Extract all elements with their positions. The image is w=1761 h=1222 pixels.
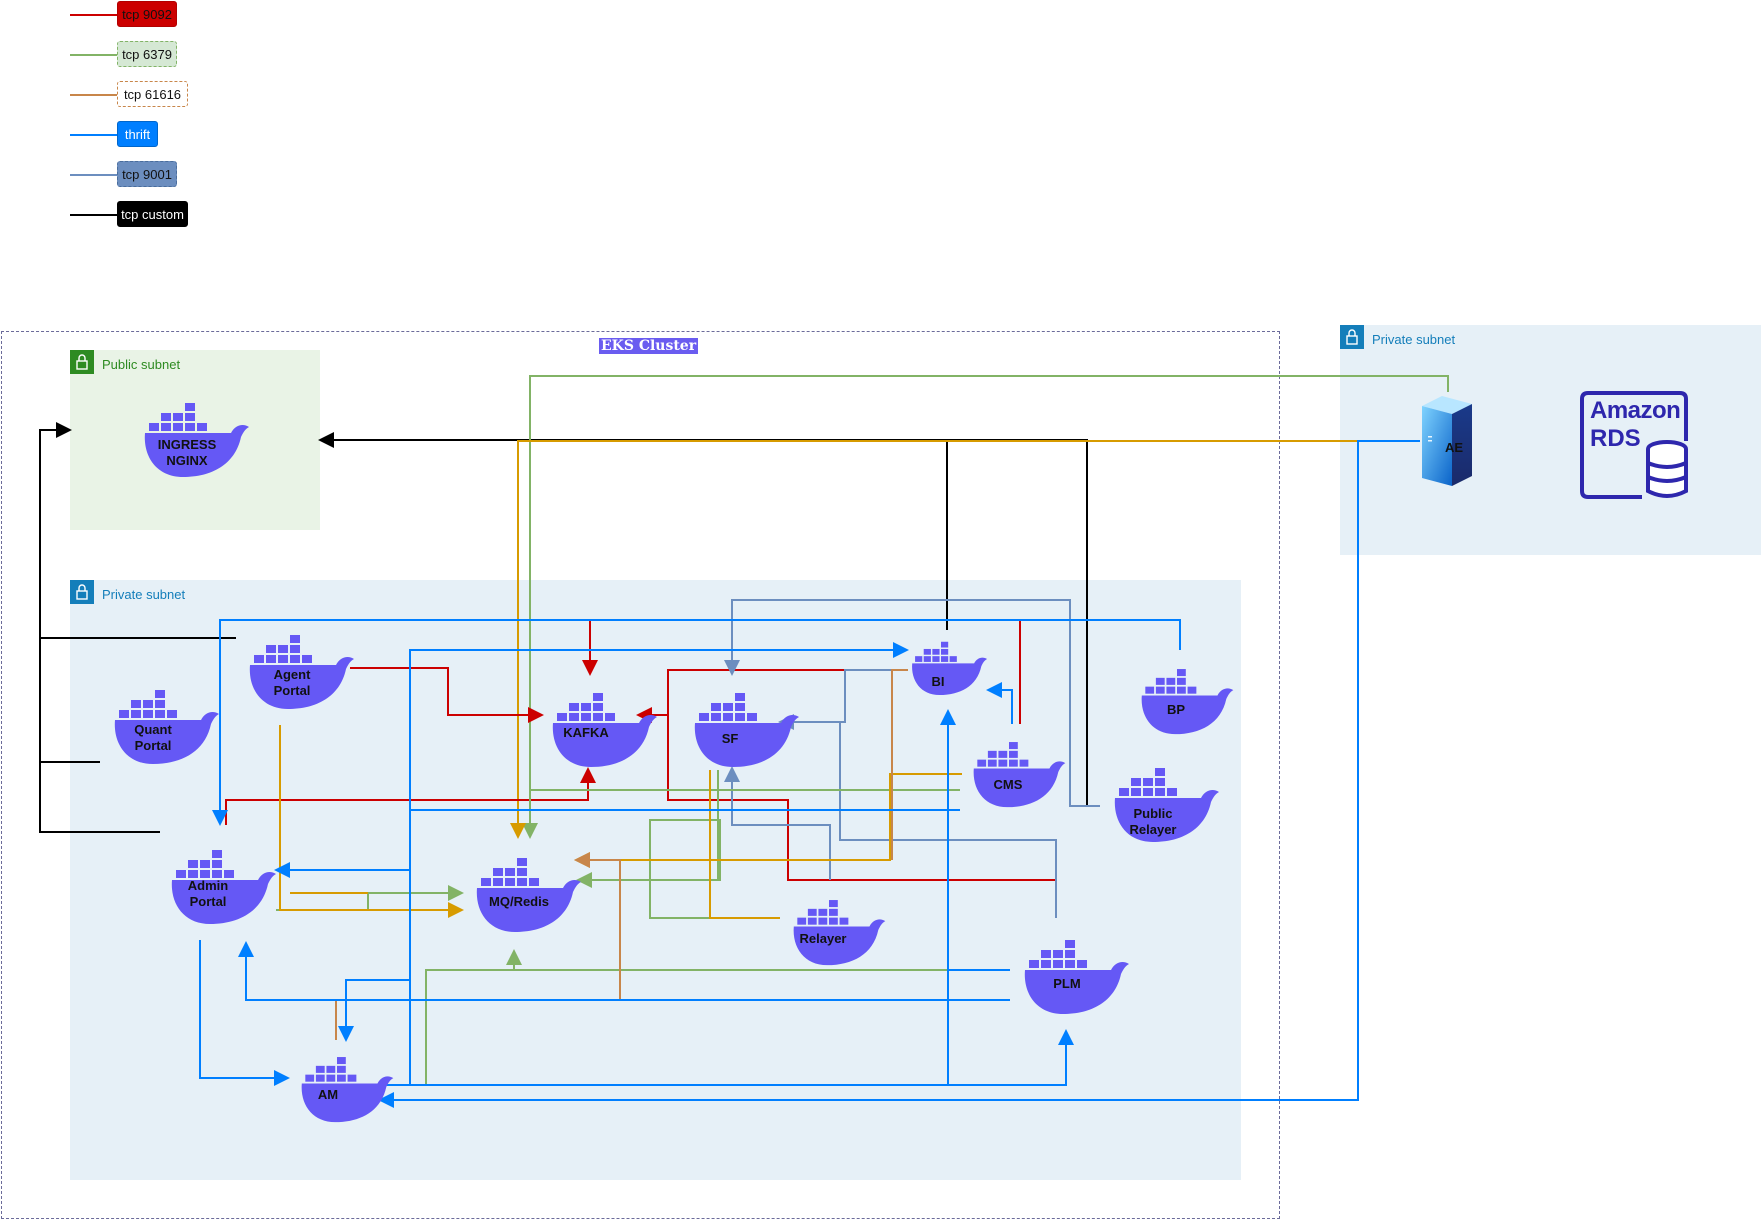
wire-slate-bi-to-sf	[778, 669, 908, 730]
node-label: PLM	[1053, 976, 1081, 991]
wire-red-agent-to-kafka	[350, 667, 544, 723]
wire-black-bi-to-ingress	[318, 432, 948, 630]
docker-whale-icon	[114, 690, 219, 764]
wire-slate-public-relayer-to-sf	[724, 599, 1100, 807]
legend-item-thrift: thrift	[117, 121, 158, 147]
am-node[interactable]: AM	[293, 1050, 413, 1140]
wire-green-am-to-mq	[410, 969, 514, 1086]
legend-line-tcp-9092	[70, 14, 118, 16]
node-label: KAFKA	[563, 725, 609, 740]
docker-whale-icon	[249, 635, 354, 709]
cluster-title: EKS Cluster	[599, 338, 699, 354]
node-label: Quant Portal	[134, 722, 172, 753]
wire-slate-relayer-to-sf	[724, 766, 831, 880]
private-subnet-outer-label: Private subnet	[1372, 332, 1456, 347]
docker-whale-icon	[1141, 669, 1234, 735]
sf-node[interactable]: SF	[685, 685, 805, 775]
server-icon	[1422, 396, 1472, 486]
ingress-nginx-node[interactable]: INGRESS NGINX	[135, 395, 255, 485]
quant-portal-node[interactable]: Quant Portal	[105, 682, 225, 772]
docker-whale-icon	[171, 850, 276, 924]
docker-whale-icon	[144, 403, 249, 477]
wire-blue-admin-to-am	[199, 940, 290, 1086]
node-label: Relayer	[799, 931, 847, 946]
wire-gold-ae-to-mq	[510, 440, 1370, 839]
node-label: AM	[317, 1087, 339, 1102]
docker-whale-icon	[476, 858, 581, 932]
wire-gold-agent-to-mq	[279, 725, 464, 918]
wire-black-admin	[39, 430, 160, 833]
wire-gold-sf-to-relayer	[709, 770, 780, 919]
legend-line-tcp-61616	[70, 94, 118, 96]
docker-whale-icon	[973, 742, 1066, 808]
kafka-node[interactable]: KAFKA	[543, 685, 663, 775]
wire-blue-am-to-bi	[409, 642, 909, 1085]
plm-node[interactable]: PLM	[1015, 932, 1135, 1022]
wire-blue-plm-to-admin	[238, 941, 1010, 1001]
public-subnet-label: Public subnet	[102, 357, 181, 372]
node-label: BP	[1166, 702, 1186, 717]
lock-icon	[70, 350, 94, 374]
wire-green-ae-to-mq	[522, 375, 1449, 839]
admin-portal-node[interactable]: Admin Portal	[162, 842, 282, 932]
legend-item-tcp-61616: tcp 61616	[117, 81, 188, 107]
node-label: CMS	[993, 777, 1023, 792]
wire-green-cms-to-mq	[529, 789, 960, 835]
agent-portal-node[interactable]: Agent Portal	[240, 627, 360, 717]
wire-blue-mq-to-am	[338, 979, 410, 1042]
lock-icon	[1340, 325, 1364, 349]
wire-blue-am-to-plm	[382, 1029, 1074, 1086]
docker-whale-icon	[793, 900, 886, 966]
legend-item-tcp-9092: tcp 9092	[117, 1, 177, 27]
lock-icon	[70, 580, 94, 604]
node-label: SF	[721, 731, 739, 746]
wire-green-sf-to-mq	[576, 770, 721, 888]
legend-item-tcp-custom: tcp custom	[117, 201, 188, 227]
bp-node[interactable]: BP	[1133, 662, 1253, 752]
node-label: BI	[931, 674, 945, 689]
wire-green-plm-to-mq	[506, 949, 1010, 971]
wire-blue-cms-to-bi	[986, 682, 1013, 724]
docker-whale-icon	[301, 1057, 394, 1123]
wire-blue-ae-to-am	[378, 440, 1420, 1108]
legend-line-tcp-9001	[70, 174, 118, 176]
private-subnet-inner-label: Private subnet	[102, 587, 186, 602]
legend-line-tcp-6379	[70, 54, 118, 56]
docker-whale-icon	[1114, 768, 1219, 842]
wire-gold-cms-to-mq	[574, 773, 962, 868]
bi-node[interactable]: BI	[905, 636, 1025, 726]
public-relayer-node[interactable]: Public Relayer	[1105, 760, 1225, 850]
ae-server-node[interactable]: AE	[1420, 392, 1480, 488]
wire-green-relayer	[649, 880, 780, 919]
wire-red-bi-to-kafka	[636, 669, 908, 723]
node-label: INGRESS NGINX	[157, 437, 217, 468]
docker-whale-icon	[552, 693, 657, 767]
amazon-rds-icon: Amazon RDS	[1580, 391, 1690, 499]
legend-item-tcp-6379: tcp 6379	[117, 41, 177, 67]
node-label: Admin Portal	[187, 878, 229, 909]
rds-label-line2: RDS	[1590, 425, 1641, 452]
legend-line-thrift	[70, 134, 118, 136]
legend-line-tcp-custom	[70, 214, 118, 216]
docker-whale-icon	[1024, 940, 1129, 1014]
cms-node[interactable]: CMS	[965, 735, 1085, 825]
node-label: MQ/Redis	[489, 894, 549, 909]
eks-cluster	[1, 331, 1280, 1219]
docker-whale-icon	[694, 693, 799, 767]
legend-item-tcp-9001: tcp 9001	[117, 161, 177, 187]
node-label: AE	[1444, 440, 1464, 455]
node-label: Public Relayer	[1129, 806, 1177, 837]
wire-green-admin-to-mq	[276, 885, 464, 911]
mq-redis-node[interactable]: MQ/Redis	[467, 850, 587, 940]
node-label: Agent Portal	[273, 667, 311, 698]
wire-blue-bp-to-admin	[212, 619, 1181, 826]
relayer-node[interactable]: Relayer	[785, 893, 905, 983]
wire-orange-bi	[891, 669, 908, 860]
rds-label-line1: Amazon	[1590, 397, 1681, 424]
docker-whale-icon	[912, 641, 988, 696]
